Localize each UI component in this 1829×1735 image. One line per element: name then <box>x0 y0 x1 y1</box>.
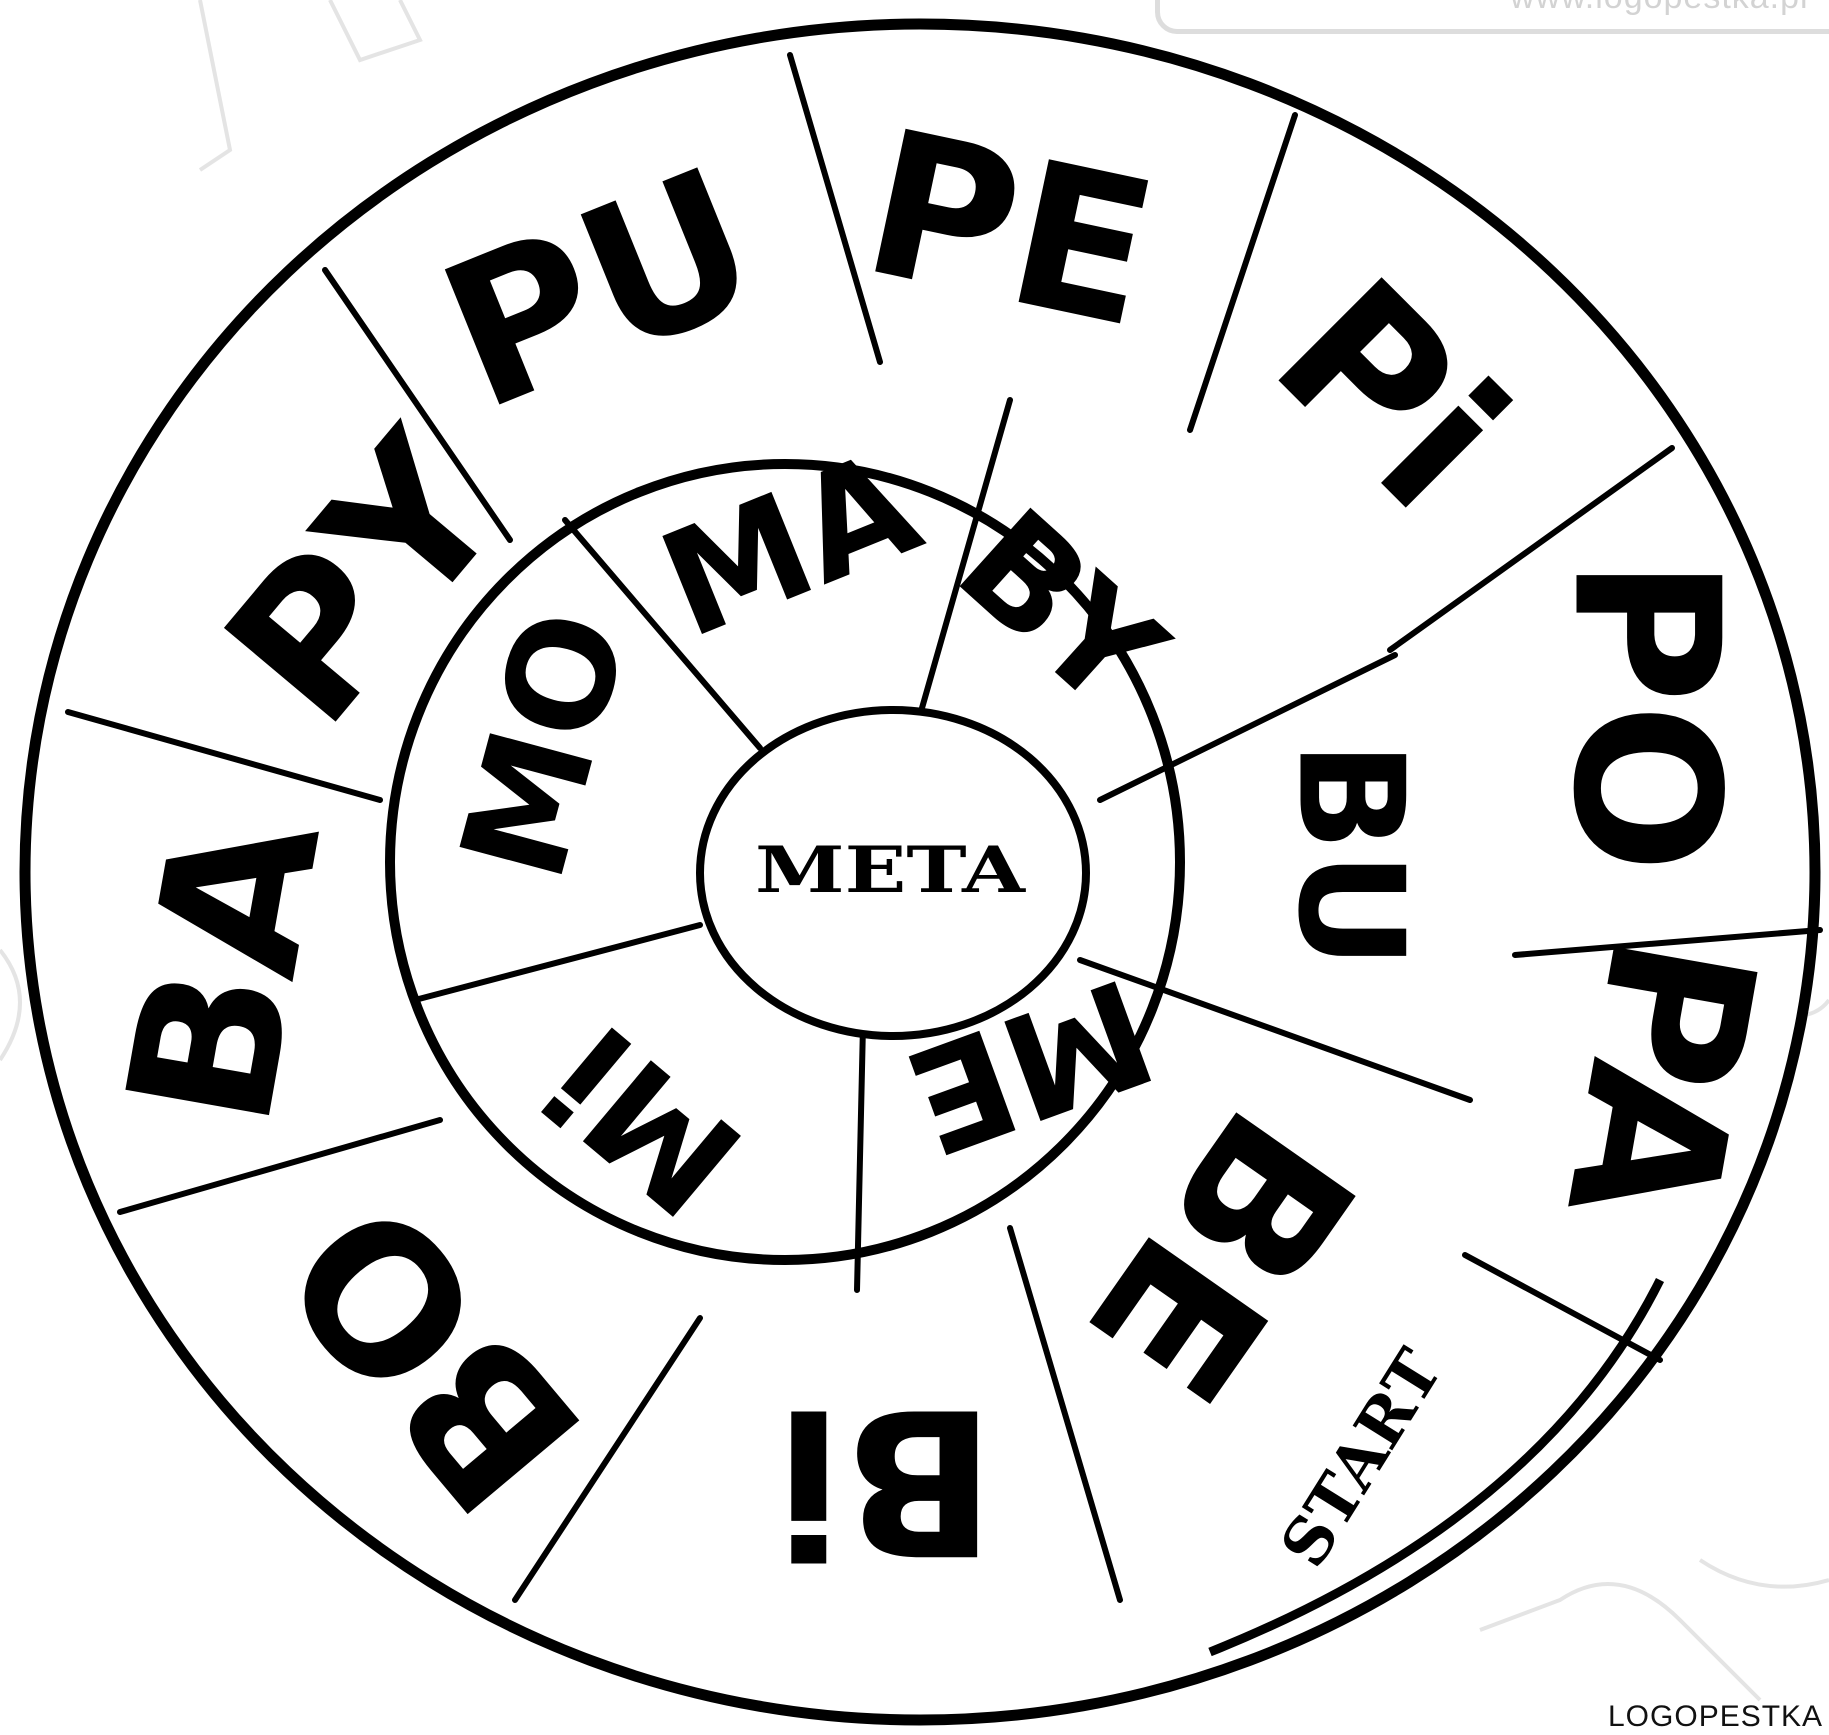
footer-brand: LOGOPESTKA <box>1608 1700 1823 1734</box>
inner-syllable: BU <box>1266 741 1435 969</box>
outer-syllable: PO <box>1529 557 1762 874</box>
meta-label: META <box>755 833 1027 908</box>
outer-syllable: PA <box>1521 920 1800 1239</box>
outer-syllable: Bi <box>775 1364 996 1597</box>
